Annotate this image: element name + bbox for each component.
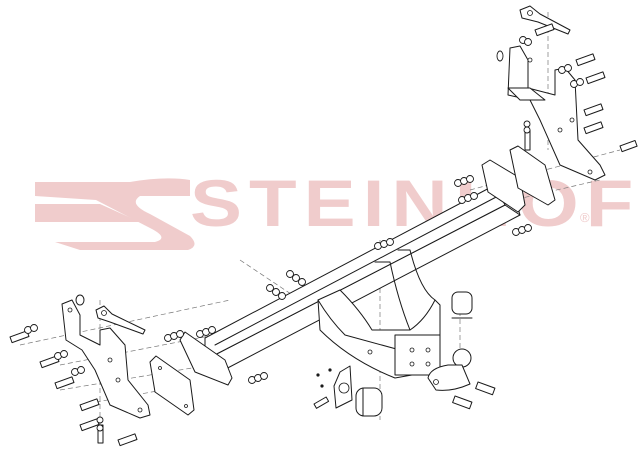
tow-ball-assembly <box>427 291 473 391</box>
nuts-washers <box>24 36 584 432</box>
bolts <box>9 23 638 447</box>
left-bracket <box>61 294 151 419</box>
right-bracket <box>507 45 606 181</box>
registered-mark: ® <box>580 210 590 225</box>
left-tab <box>95 305 146 335</box>
right-tab <box>519 5 571 35</box>
socket-assembly <box>316 365 383 417</box>
end-plates <box>149 145 556 416</box>
neck-bracket <box>317 249 441 379</box>
watermark-brand-text: STEINHOF <box>190 166 640 240</box>
